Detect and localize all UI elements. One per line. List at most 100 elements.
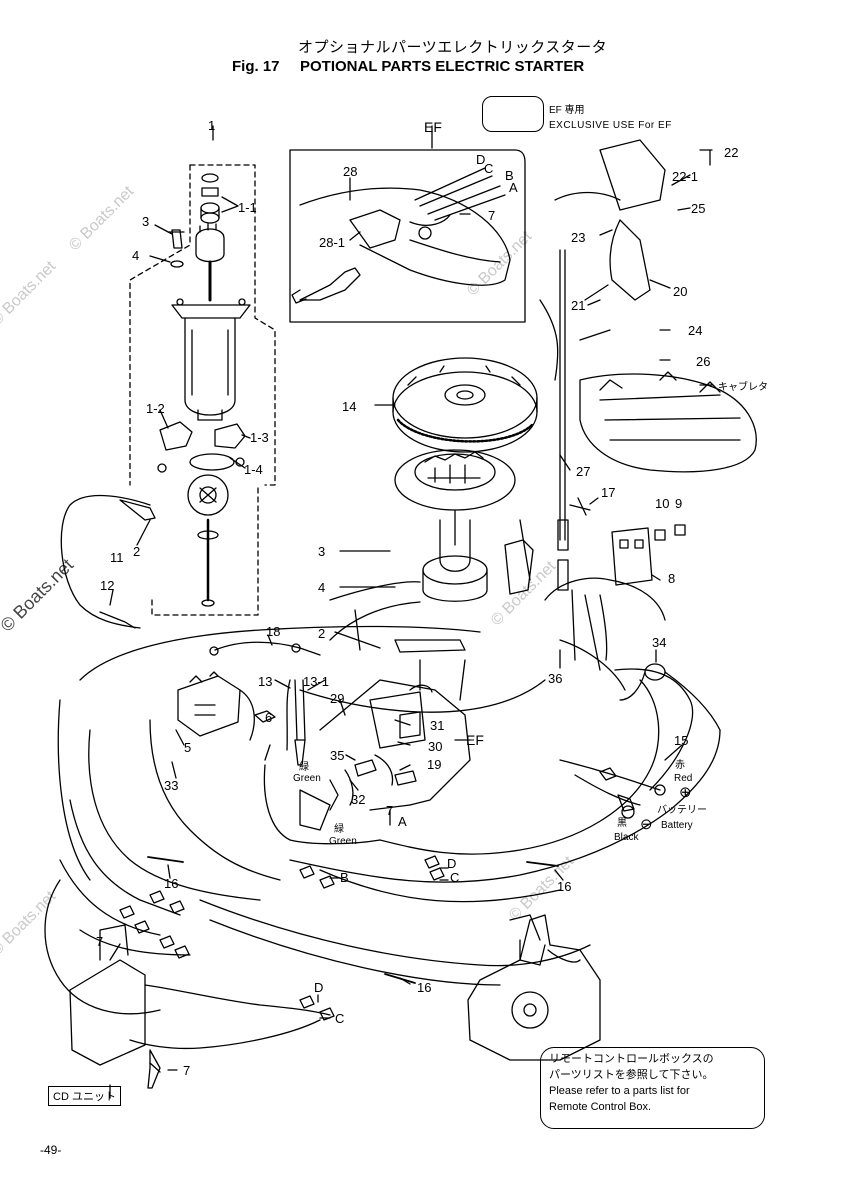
emergency-switch	[299, 789, 331, 831]
wire-color-label: Red	[674, 773, 692, 784]
ground-wire	[60, 494, 151, 629]
regulator-bracket	[611, 527, 653, 586]
starter-flange	[171, 304, 251, 319]
carburetor-bracket	[599, 139, 666, 211]
cd-unit-box	[69, 959, 146, 1066]
part-label: 29	[330, 691, 344, 706]
part-label: 8	[668, 571, 675, 586]
ef-wires	[414, 167, 506, 221]
figure-number: Fig. 17	[232, 58, 280, 75]
part-label: 1	[208, 118, 215, 133]
part-label: 28	[343, 164, 357, 179]
part-label: 16	[164, 876, 178, 891]
part-label: B	[505, 168, 514, 183]
part-label: 23	[571, 230, 585, 245]
part-label: 1-3	[250, 430, 269, 445]
part-label: 6	[265, 710, 272, 725]
wire-color-label: Green	[329, 836, 357, 847]
part-label: 1-2	[146, 401, 165, 416]
wire-color-label: 緑	[299, 760, 309, 773]
part-label: B	[340, 870, 349, 885]
part-label: 31	[430, 718, 444, 733]
wire-color-label: Green	[293, 773, 321, 784]
starter-cable	[559, 249, 566, 541]
cable-tie	[147, 856, 184, 863]
part-label: 26	[696, 354, 710, 369]
wire-color-label: 赤	[675, 759, 685, 771]
ef-legend-box	[482, 96, 544, 132]
part-label: 15	[674, 733, 688, 748]
main-harness	[149, 719, 281, 881]
minus-terminal-symbol: ⊖	[640, 816, 653, 833]
starter-solenoid	[177, 675, 241, 737]
cable-tie	[526, 861, 559, 867]
part-label: 7	[488, 208, 495, 223]
part-label: 25	[691, 201, 705, 216]
part-label: 10	[655, 496, 669, 511]
ef-switch-plug	[299, 267, 361, 301]
plus-terminal-symbol: ⊕	[679, 784, 692, 801]
green-wire	[263, 764, 381, 845]
part-label: 13	[258, 674, 272, 689]
part-label: 14	[342, 399, 356, 414]
remote-control-box	[467, 914, 601, 1061]
starter-group-outline	[189, 164, 276, 486]
ef-note-en: EXCLUSIVE USE For EF	[549, 120, 672, 131]
harness	[214, 641, 321, 656]
starter-pinion	[195, 228, 225, 263]
terminals	[119, 890, 185, 934]
part-label: 22-1	[672, 169, 698, 184]
wire-color-label: 緑	[334, 822, 344, 835]
part-label: A	[509, 180, 518, 195]
part-label: A	[398, 814, 407, 829]
ef-mid-inset	[319, 679, 471, 806]
part-label: 21	[571, 298, 585, 313]
part-label: 12	[100, 578, 114, 593]
remote-control-note: リモートコントロールボックスの パーツリストを参照して下さい。 Please r…	[540, 1047, 765, 1129]
part-label: 5	[184, 740, 191, 755]
part-label: 17	[601, 485, 615, 500]
ef-group-label: EF	[424, 119, 442, 135]
wire-color-label: 黒	[617, 817, 627, 829]
part-label: 2	[133, 544, 140, 559]
flywheel	[392, 357, 538, 439]
part-label: 22	[724, 145, 738, 160]
remote-note-en-2: Remote Control Box.	[549, 1101, 652, 1113]
part-label: 7	[96, 934, 103, 949]
part-label: 11	[110, 550, 124, 565]
ef-group-label: EF	[466, 732, 484, 748]
part-label: 4	[132, 248, 139, 263]
part-label: 1-4	[244, 462, 263, 477]
part-label: 35	[330, 748, 344, 763]
remote-note-jp-1: リモートコントロールボックスの	[549, 1053, 714, 1065]
part-label: 3	[318, 544, 325, 559]
battery-label: バッテリー	[657, 804, 707, 816]
title-japanese: オプショナルパーツエレクトリックスタータ	[298, 39, 608, 56]
carburetor-label: キャブレタ	[718, 380, 768, 393]
starter-wire	[294, 679, 306, 766]
brush-holder	[159, 421, 193, 451]
part-label: D	[447, 856, 456, 871]
part-label: C	[335, 1011, 344, 1026]
cover-outline	[544, 577, 666, 621]
part-label: 7	[183, 1063, 190, 1078]
ef-top-inset	[289, 149, 526, 323]
part-label: D	[314, 980, 323, 995]
engine-bracket	[504, 539, 534, 595]
part-label: 20	[673, 284, 687, 299]
part-label: 28-1	[319, 235, 345, 250]
part-label: 7	[386, 803, 393, 818]
part-label: 36	[548, 671, 562, 686]
part-label: 32	[351, 792, 365, 807]
part-label: C	[484, 161, 493, 176]
part-label: D	[476, 152, 485, 167]
part-label: 24	[688, 323, 702, 338]
stator-plate	[394, 449, 516, 511]
part-label: 30	[428, 739, 442, 754]
starter-motor-body	[184, 317, 236, 416]
remote-note-jp-2: パーツリストを参照して下さい。	[549, 1069, 714, 1081]
remote-cable	[199, 899, 591, 967]
wire-color-label: Black	[614, 832, 639, 843]
